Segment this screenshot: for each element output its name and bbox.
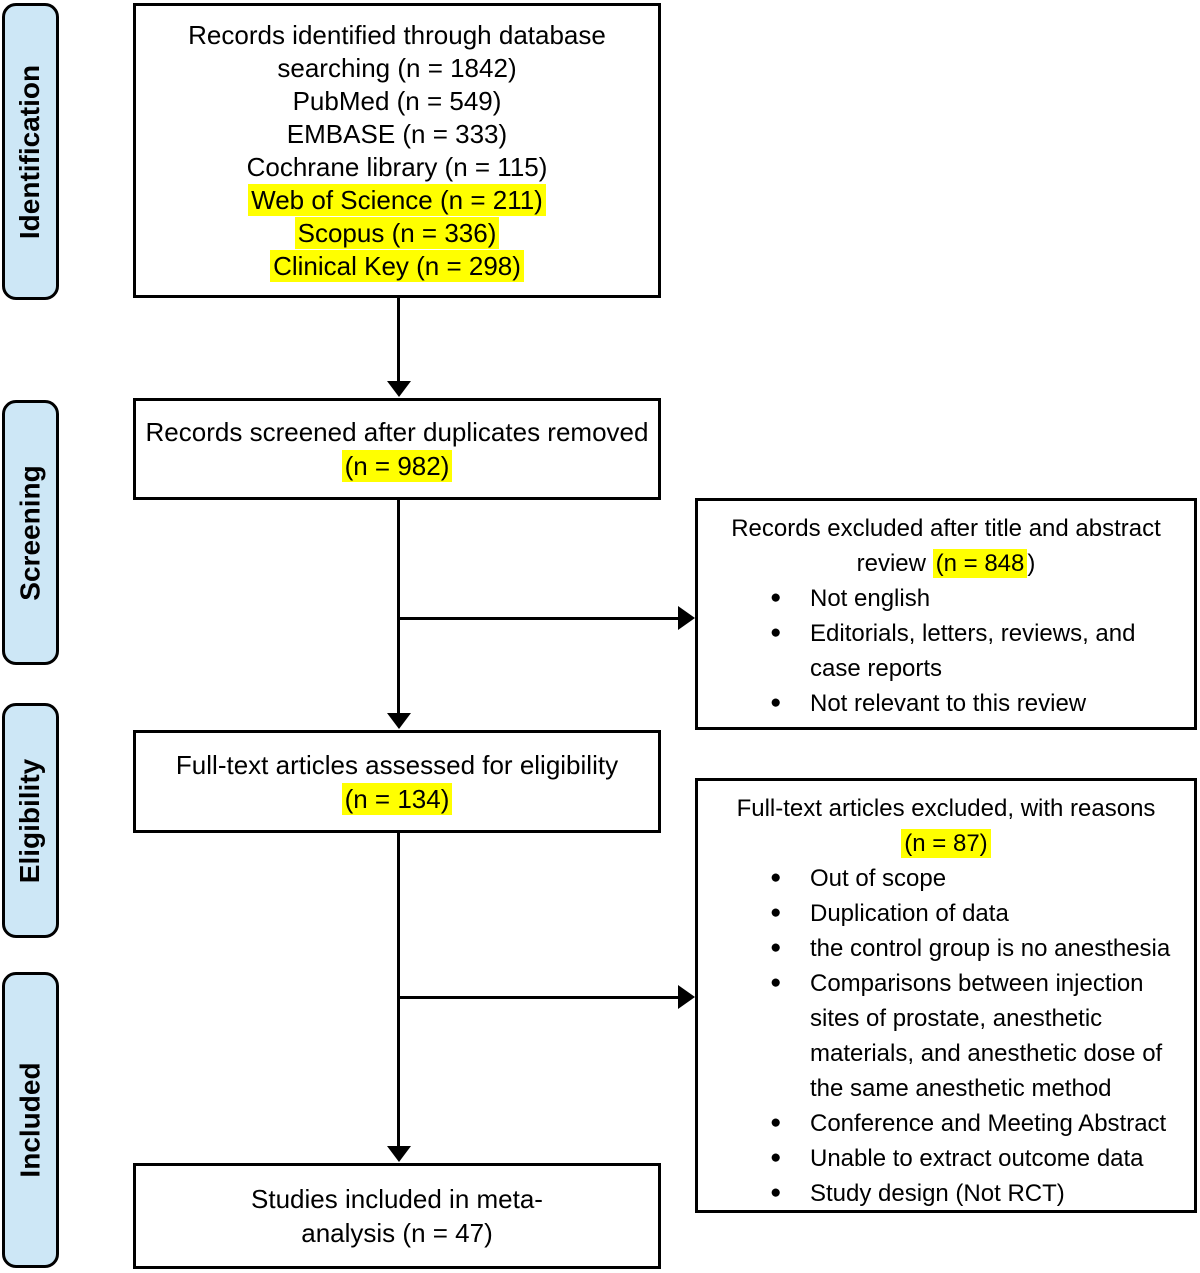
source-web-of-science: Web of Science (n = 211) <box>144 183 650 217</box>
bullet-icon: ● <box>770 692 782 713</box>
fulltext-assessed-box: Full-text articles assessed for eligibil… <box>133 730 661 833</box>
records-screened-line1: Records screened after duplicates remove… <box>145 417 649 447</box>
list-item: ●the control group is no anesthesia <box>698 931 1194 966</box>
records-excluded-box: Records excluded after title and abstrac… <box>695 498 1197 730</box>
fulltext-excluded-reasons: ●Out of scope ●Duplication of data ●the … <box>698 861 1194 1211</box>
arrow-fulltext-to-included-line <box>397 833 400 1146</box>
studies-included-line2: analysis (n = 47) <box>301 1218 493 1248</box>
studies-included-box: Studies included in meta- analysis (n = … <box>133 1163 661 1269</box>
stage-identification-label: Identification <box>14 64 46 239</box>
stage-eligibility: Eligibility <box>2 703 59 938</box>
list-item: ●Comparisons between injection sites of … <box>698 966 1194 1106</box>
source-cochrane: Cochrane library (n = 115) <box>246 151 548 182</box>
list-item: ●Editorials, letters, reviews, and case … <box>698 616 1194 686</box>
bullet-icon: ● <box>770 622 782 643</box>
source-embase: EMBASE (n = 333) <box>286 118 508 149</box>
stage-screening: Screening <box>2 400 59 665</box>
arrow-identified-to-screened-head-icon <box>387 381 411 397</box>
studies-included-line1: Studies included in meta- <box>251 1184 543 1214</box>
source-pubmed: PubMed (n = 549) <box>292 85 502 116</box>
bullet-icon: ● <box>770 1182 782 1203</box>
records-excluded-title-line2: review (n = 848) <box>856 549 1036 578</box>
list-item: ●Out of scope <box>698 861 1194 896</box>
stage-screening-label: Screening <box>14 464 46 601</box>
records-excluded-title-line1: Records excluded after title and abstrac… <box>731 515 1161 542</box>
source-clinical-key: Clinical Key (n = 298) <box>144 249 650 283</box>
list-item: ●Not english <box>698 581 1194 616</box>
fulltext-excluded-box: Full-text articles excluded, with reason… <box>695 778 1197 1213</box>
bullet-icon: ● <box>770 1112 782 1133</box>
list-item: ●Unable to extract outcome data <box>698 1141 1194 1176</box>
stage-included-label: Included <box>14 1062 46 1178</box>
records-screened-count: (n = 982) <box>144 449 650 483</box>
records-excluded-reasons: ●Not english ●Editorials, letters, revie… <box>698 581 1194 721</box>
arrow-screened-to-fulltext-line <box>397 500 400 713</box>
arrow-fulltext-to-included-head-icon <box>387 1146 411 1162</box>
arrow-screened-to-fulltext-head-icon <box>387 713 411 729</box>
fulltext-assessed-line1: Full-text articles assessed for eligibil… <box>175 749 619 780</box>
source-scopus: Scopus (n = 336) <box>144 216 650 250</box>
records-screened-box: Records screened after duplicates remove… <box>133 398 661 500</box>
list-item: ●Study design (Not RCT) <box>698 1176 1194 1211</box>
arrow-to-records-excluded-head-icon <box>678 606 695 630</box>
records-identified-line2: searching (n = 1842) <box>277 52 517 83</box>
fulltext-assessed-count: (n = 134) <box>144 782 650 816</box>
bullet-icon: ● <box>770 1147 782 1168</box>
list-item: ●Not relevant to this review <box>698 686 1194 721</box>
bullet-icon: ● <box>770 902 782 923</box>
fulltext-excluded-title-line1: Full-text articles excluded, with reason… <box>736 795 1156 822</box>
bullet-icon: ● <box>770 587 782 608</box>
fulltext-excluded-count: (n = 87) <box>698 826 1194 861</box>
arrow-to-fulltext-excluded-line <box>398 996 678 999</box>
arrow-to-records-excluded-line <box>398 617 678 620</box>
stage-included: Included <box>2 972 59 1268</box>
list-item: ●Duplication of data <box>698 896 1194 931</box>
list-item: ●Conference and Meeting Abstract <box>698 1106 1194 1141</box>
records-identified-line1: Records identified through database <box>188 19 606 50</box>
records-identified-box: Records identified through database sear… <box>133 3 661 298</box>
stage-eligibility-label: Eligibility <box>14 758 46 883</box>
arrow-identified-to-screened-line <box>397 298 400 381</box>
bullet-icon: ● <box>770 972 782 993</box>
stage-identification: Identification <box>2 3 59 300</box>
arrow-to-fulltext-excluded-head-icon <box>678 985 695 1009</box>
bullet-icon: ● <box>770 937 782 958</box>
bullet-icon: ● <box>770 867 782 888</box>
